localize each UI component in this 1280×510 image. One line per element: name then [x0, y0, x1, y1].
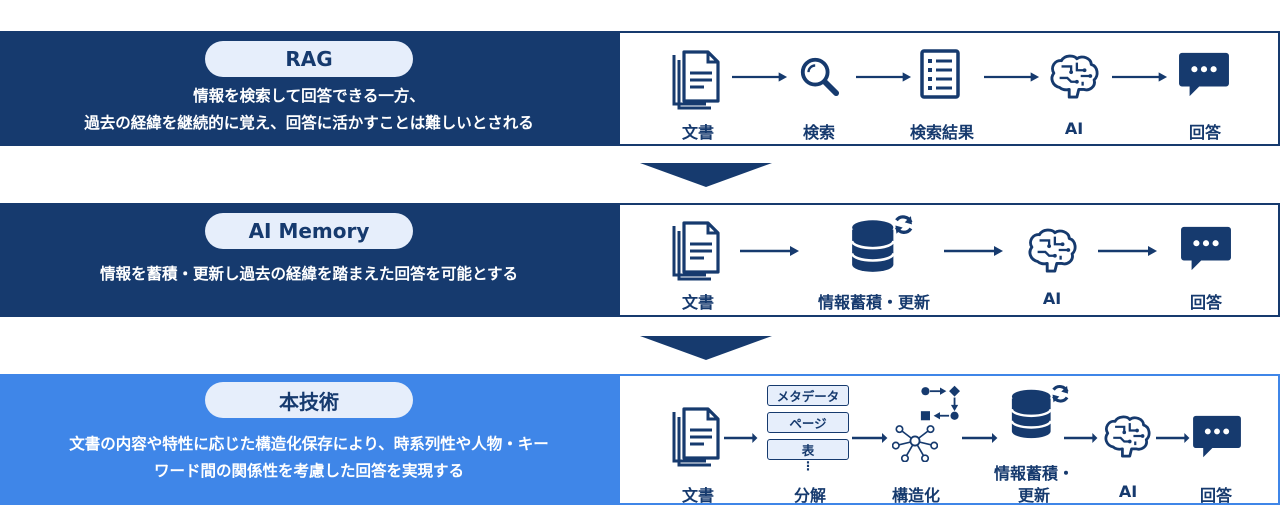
arrow-icon [740, 245, 800, 257]
this-technology-row: 本技術 文書の内容や特性に応じた構造化保存により、時系列性や人物・キー ワード間… [0, 374, 1280, 505]
brain-icon [1048, 53, 1100, 99]
ai-memory-description-panel: AI Memory 情報を蓄積・更新し過去の経緯を踏まえた回答を可能とする [0, 203, 618, 317]
ai-memory-description-line-1: 情報を蓄積・更新し過去の経緯を踏まえた回答を可能とする [99, 265, 519, 283]
arrow-icon [732, 71, 788, 83]
document-icon [670, 49, 720, 111]
database-sync-icon [1008, 382, 1070, 442]
arrow-icon [1112, 71, 1168, 83]
decompose-tag-ellipsis: ⋮ [802, 459, 814, 473]
document-icon [670, 406, 720, 468]
rag-description-line-2: 過去の経緯を継続的に覚え、回答に活かすことは難しいとされる [84, 114, 534, 132]
this-technology-description-line-2: ワード間の関係性を考慮した回答を実現する [153, 462, 464, 480]
ai-memory-flow-panel: 文書 情報蓄積・更新 AI 回答 [618, 203, 1280, 317]
ai-memory-description: 情報を蓄積・更新し過去の経緯を踏まえた回答を可能とする [100, 261, 518, 288]
brain-icon [1026, 227, 1078, 273]
step-label-ai: AI [1042, 289, 1062, 308]
arrow-icon [1064, 432, 1098, 444]
list-icon [920, 49, 960, 99]
document-icon [670, 220, 720, 282]
rag-description-line-1: 情報を検索して回答できる一方、 [193, 87, 425, 105]
rag-flow-panel: 文書 検索 検索結果 AI 回答 [618, 31, 1280, 146]
this-technology-flow-panel: 文書 分解 構造化 情報蓄積・ 更新 AI 回答 [618, 374, 1280, 505]
step-label-search-results: 検索結果 [909, 123, 975, 142]
arrow-icon [856, 71, 912, 83]
step-label-answer: 回答 [1188, 123, 1222, 142]
arrow-icon [852, 432, 888, 444]
arrow-icon [1098, 245, 1158, 257]
database-sync-icon [848, 213, 914, 275]
step-label-answer: 回答 [1199, 486, 1233, 505]
brain-icon [1102, 414, 1152, 458]
step-label-decompose: 分解 [793, 486, 827, 505]
decompose-tag-table: 表 [767, 439, 849, 460]
step-label-answer: 回答 [1189, 293, 1223, 312]
down-chevron [640, 336, 772, 360]
rag-description: 情報を検索して回答できる一方、 過去の経緯を継続的に覚え、回答に活かすことは難し… [84, 83, 534, 137]
this-technology-description: 文書の内容や特性に応じた構造化保存により、時系列性や人物・キー ワード間の関係性… [69, 431, 549, 485]
chat-icon [1178, 51, 1230, 99]
step-label-store-update: 情報蓄積・更新 [817, 293, 931, 312]
this-technology-description-line-1: 文書の内容や特性に応じた構造化保存により、時系列性や人物・キー [69, 435, 549, 453]
arrow-icon [944, 245, 1004, 257]
step-label-store-update-2: 更新 [1017, 486, 1051, 505]
rag-description-panel: RAG 情報を検索して回答できる一方、 過去の経緯を継続的に覚え、回答に活かすこ… [0, 31, 618, 146]
arrow-icon [984, 71, 1040, 83]
rag-title-pill: RAG [205, 41, 413, 77]
arrow-icon [1156, 432, 1190, 444]
flow-icon [920, 384, 960, 422]
chat-icon [1180, 225, 1232, 273]
down-chevron [640, 163, 772, 187]
this-technology-description-panel: 本技術 文書の内容や特性に応じた構造化保存により、時系列性や人物・キー ワード間… [0, 374, 618, 505]
rag-row: RAG 情報を検索して回答できる一方、 過去の経緯を継続的に覚え、回答に活かすこ… [0, 31, 1280, 146]
step-label-ai: AI [1064, 119, 1084, 138]
arrow-icon [724, 432, 758, 444]
network-graph-icon [892, 420, 938, 462]
step-label-structuring: 構造化 [891, 486, 941, 505]
arrow-icon [962, 432, 998, 444]
decompose-tag-page: ページ [767, 412, 849, 433]
step-label-ai: AI [1118, 482, 1138, 501]
this-technology-title-pill: 本技術 [205, 382, 413, 418]
step-label-document: 文書 [681, 123, 715, 142]
search-icon [798, 55, 840, 97]
step-label-document: 文書 [681, 486, 715, 505]
decompose-tag-metadata: メタデータ [767, 385, 849, 406]
step-label-store-update-1: 情報蓄積・ [993, 464, 1075, 483]
ai-memory-title-pill: AI Memory [205, 213, 413, 249]
step-label-document: 文書 [681, 293, 715, 312]
chat-icon [1192, 414, 1242, 460]
step-label-search: 検索 [802, 123, 836, 142]
ai-memory-row: AI Memory 情報を蓄積・更新し過去の経緯を踏まえた回答を可能とする 文書… [0, 203, 1280, 317]
